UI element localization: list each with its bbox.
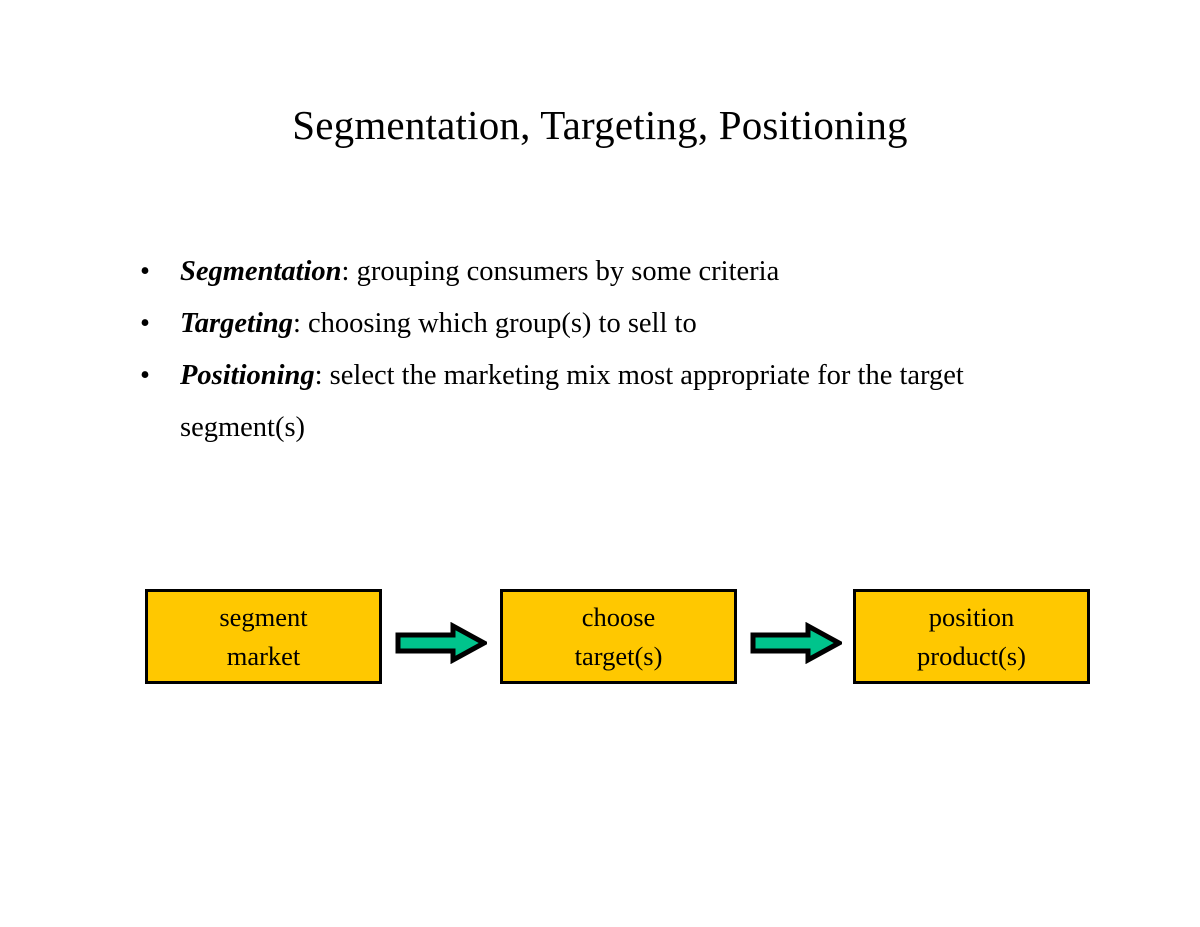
bullet-list: • Segmentation: grouping consumers by som… [138,246,1068,454]
flow-step-line-1: position [928,601,1015,632]
bullet-separator: : [341,256,357,287]
bullet-description: choosing which group(s) to sell to [308,308,697,339]
flow-step-line-2: target(s) [574,640,663,671]
arrow-right-icon [395,622,487,664]
list-item: • Segmentation: grouping consumers by som… [138,246,1068,298]
flow-step-box-choose-targets[interactable]: choose target(s) [500,589,737,684]
bullet-point-icon: • [140,360,150,391]
flow-step-line-2: product(s) [917,640,1026,671]
page-title: Segmentation, Targeting, Positioning [292,102,908,148]
flow-step-box-position-products[interactable]: position product(s) [853,589,1090,684]
list-item: • Targeting: choosing which group(s) to s… [138,298,1068,350]
bullet-term: Targeting [180,308,293,339]
flow-step-line-2: market [226,640,301,671]
bullet-separator: : [314,360,330,391]
bullet-description: select the marketing mix most appropriat… [180,360,964,443]
bullet-description: grouping consumers by some criteria [356,256,780,287]
flow-step-line-1: choose [581,601,656,632]
flow-step-box-segment-market[interactable]: segment market [145,589,382,684]
list-item: • Positioning: select the marketing mix m… [138,350,1068,454]
flow-step-line-1: segment [219,601,308,632]
arrow-right-icon [750,622,842,664]
bullet-term: Positioning [180,360,315,391]
bullet-point-icon: • [140,308,150,339]
bullet-separator: : [292,308,309,339]
bullet-point-icon: • [140,256,150,287]
bullet-term: Segmentation [180,256,342,287]
